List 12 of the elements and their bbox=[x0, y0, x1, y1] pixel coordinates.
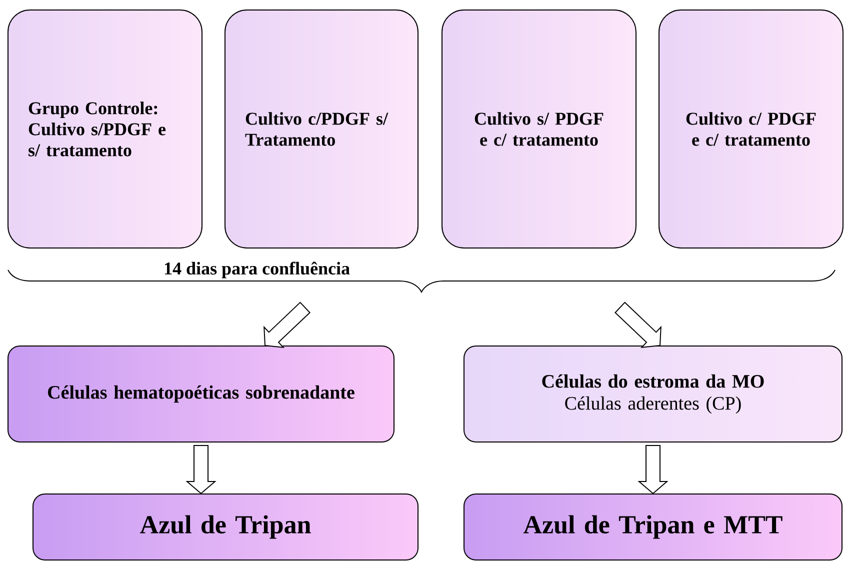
group-box: Grupo Controle: Cultivo s/PDGF e s/ tratamento bbox=[8, 10, 202, 248]
result-box: Azul de Tripan e MTT bbox=[464, 494, 842, 560]
duration-label: 14 dias para confluência bbox=[164, 262, 350, 278]
group-box: Cultivo c/ PDGF e c/ tratamento bbox=[658, 10, 844, 248]
result-box: Células do estroma da MO Células aderentes (CP) bbox=[464, 346, 842, 442]
result-box: Azul de Tripan bbox=[32, 494, 418, 560]
block-arrow bbox=[186, 445, 216, 494]
group-box: Cultivo s/ PDGF e c/ tratamento bbox=[442, 10, 636, 248]
block-arrow bbox=[614, 302, 662, 348]
block-arrow bbox=[638, 445, 668, 494]
group-box: Cultivo c/PDGF s/ Tratamento bbox=[224, 10, 418, 248]
result-box: Células hematopoéticas sobrenadante bbox=[8, 346, 394, 442]
